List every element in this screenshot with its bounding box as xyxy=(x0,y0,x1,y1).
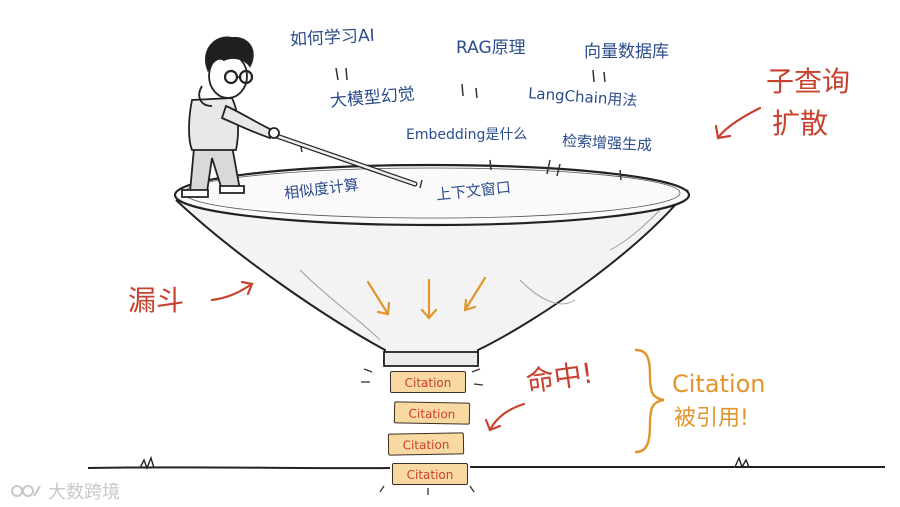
citation-plaque: Citation xyxy=(387,432,465,456)
funnel-arrow xyxy=(210,282,254,302)
grass-tuft-right xyxy=(734,456,750,469)
plaque-sparkles xyxy=(361,368,484,495)
person-hood xyxy=(198,85,213,107)
person-figure xyxy=(181,36,280,198)
subquery-label: 子查询 xyxy=(766,65,851,98)
citation-plaque: Citation xyxy=(393,401,471,425)
query-label: Embedding是什么 xyxy=(406,127,528,143)
citation-cn-label: 被引用! xyxy=(674,406,749,431)
diffusion-label: 扩散 xyxy=(772,107,829,140)
person-shoes xyxy=(181,185,245,198)
watermark-text: 大数跨境 xyxy=(48,482,120,503)
watermark: 大数跨境 xyxy=(10,478,120,504)
hit-arrow xyxy=(488,402,526,432)
person-hand xyxy=(268,127,280,139)
citation-plaque: Citation xyxy=(390,371,466,393)
spout-arrows xyxy=(366,276,487,320)
funnel-spout xyxy=(383,351,479,367)
citation-plaque: Citation xyxy=(392,463,468,485)
funnel-label: 漏斗 xyxy=(128,284,185,317)
query-label: 检索增强生成 xyxy=(561,131,653,155)
grass-tuft-left xyxy=(139,455,155,470)
watermark-logo-icon xyxy=(11,485,41,497)
person-hair xyxy=(205,36,254,73)
funnel-shading xyxy=(299,209,661,341)
query-label: 向量数据库 xyxy=(584,42,669,62)
citation-en-label: Citation xyxy=(672,370,766,398)
citation-brace xyxy=(634,348,665,454)
person-arm xyxy=(220,104,274,140)
subquery-arrow xyxy=(716,106,762,140)
person-hoodie xyxy=(188,97,239,151)
funnel-rim xyxy=(173,163,691,227)
query-label: RAG原理 xyxy=(456,38,526,58)
ground-line xyxy=(87,465,886,470)
query-label: 如何学习AI xyxy=(289,25,376,51)
